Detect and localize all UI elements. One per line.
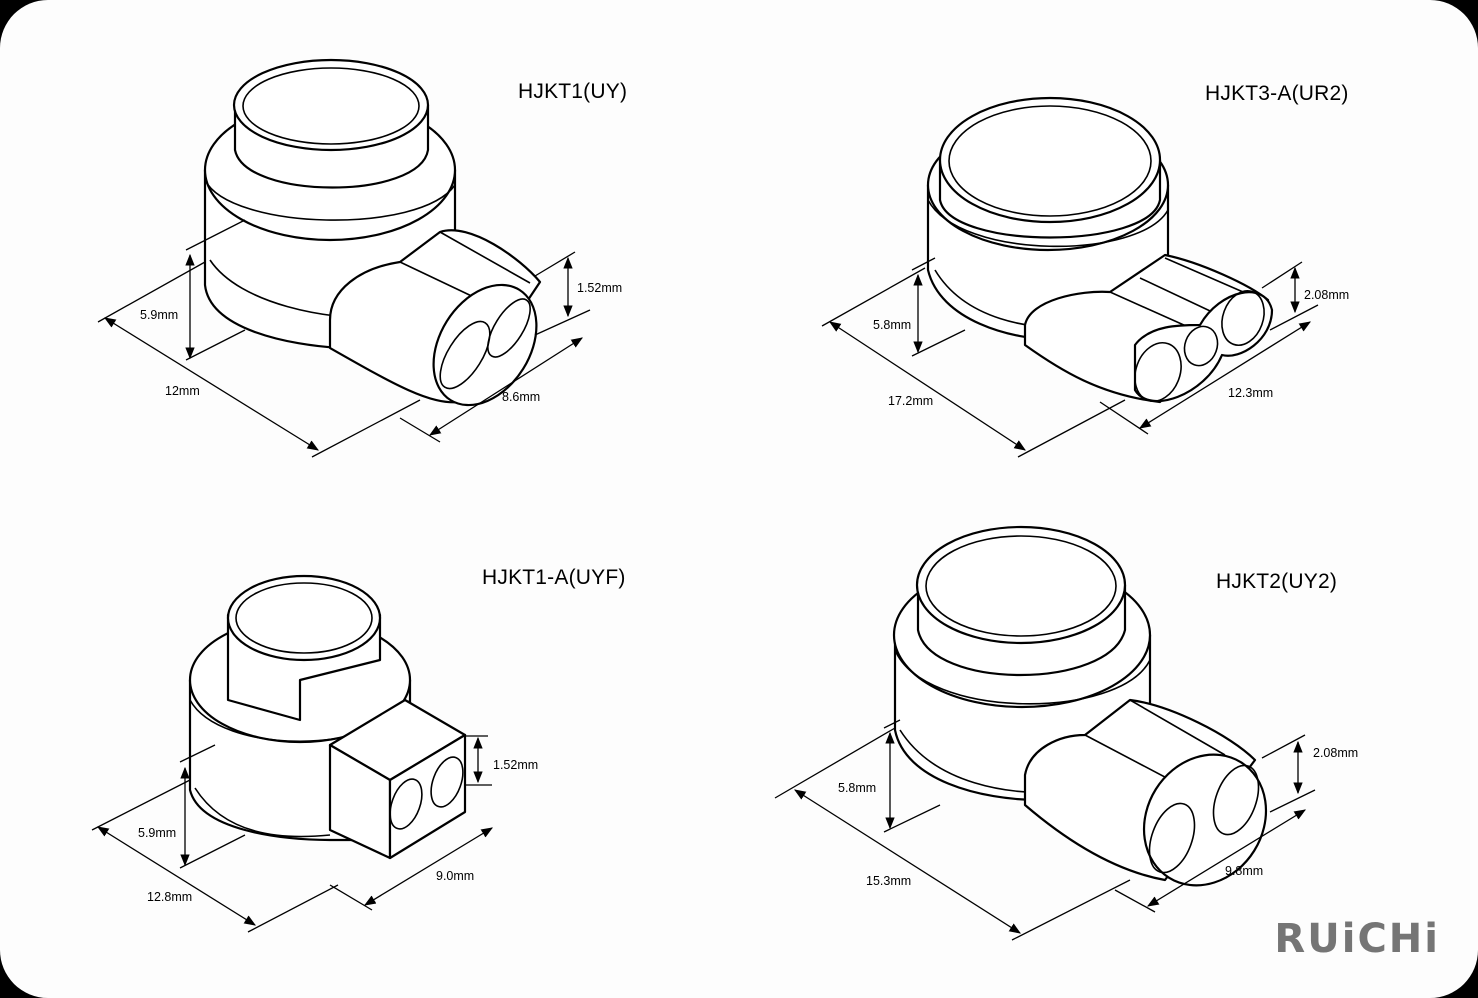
length-label: 15.3mm (866, 874, 912, 888)
height-label: 5.9mm (138, 826, 177, 840)
length-label: 12.8mm (147, 890, 193, 904)
brand-logo: RUiCHi (1274, 916, 1440, 962)
wire-dim-label: 1.52mm (577, 281, 623, 295)
width-label: 12.3mm (1228, 386, 1274, 400)
wire-dim-label: 2.08mm (1304, 288, 1350, 302)
length-label: 12mm (165, 384, 200, 398)
model-title-hjkt1-uy: HJKT1(UY) (518, 80, 628, 103)
connector-hjkt1-uy (97, 58, 591, 458)
width-label: 8.6mm (502, 390, 541, 404)
length-label: 17.2mm (888, 394, 934, 408)
connector-hjkt1-a-uyf (91, 574, 494, 933)
model-title-hjkt1-a-uyf: HJKT1-A(UYF) (482, 566, 626, 589)
width-label: 9.0mm (436, 869, 475, 883)
height-label: 5.8mm (873, 318, 912, 332)
wire-dim-label: 1.52mm (493, 758, 539, 772)
width-label: 9.8mm (1225, 864, 1264, 878)
height-label: 5.9mm (140, 308, 179, 322)
height-label: 5.8mm (838, 781, 877, 795)
model-title-hjkt3-a-ur2: HJKT3-A(UR2) (1205, 82, 1349, 105)
connector-hjkt3-a-ur2 (821, 96, 1319, 458)
wire-dim-label: 2.08mm (1313, 746, 1359, 760)
brand-name: RUiCHi (1274, 916, 1440, 962)
model-title-hjkt2-uy2: HJKT2(UY2) (1216, 570, 1338, 593)
connector-hjkt2-uy2 (774, 525, 1316, 941)
